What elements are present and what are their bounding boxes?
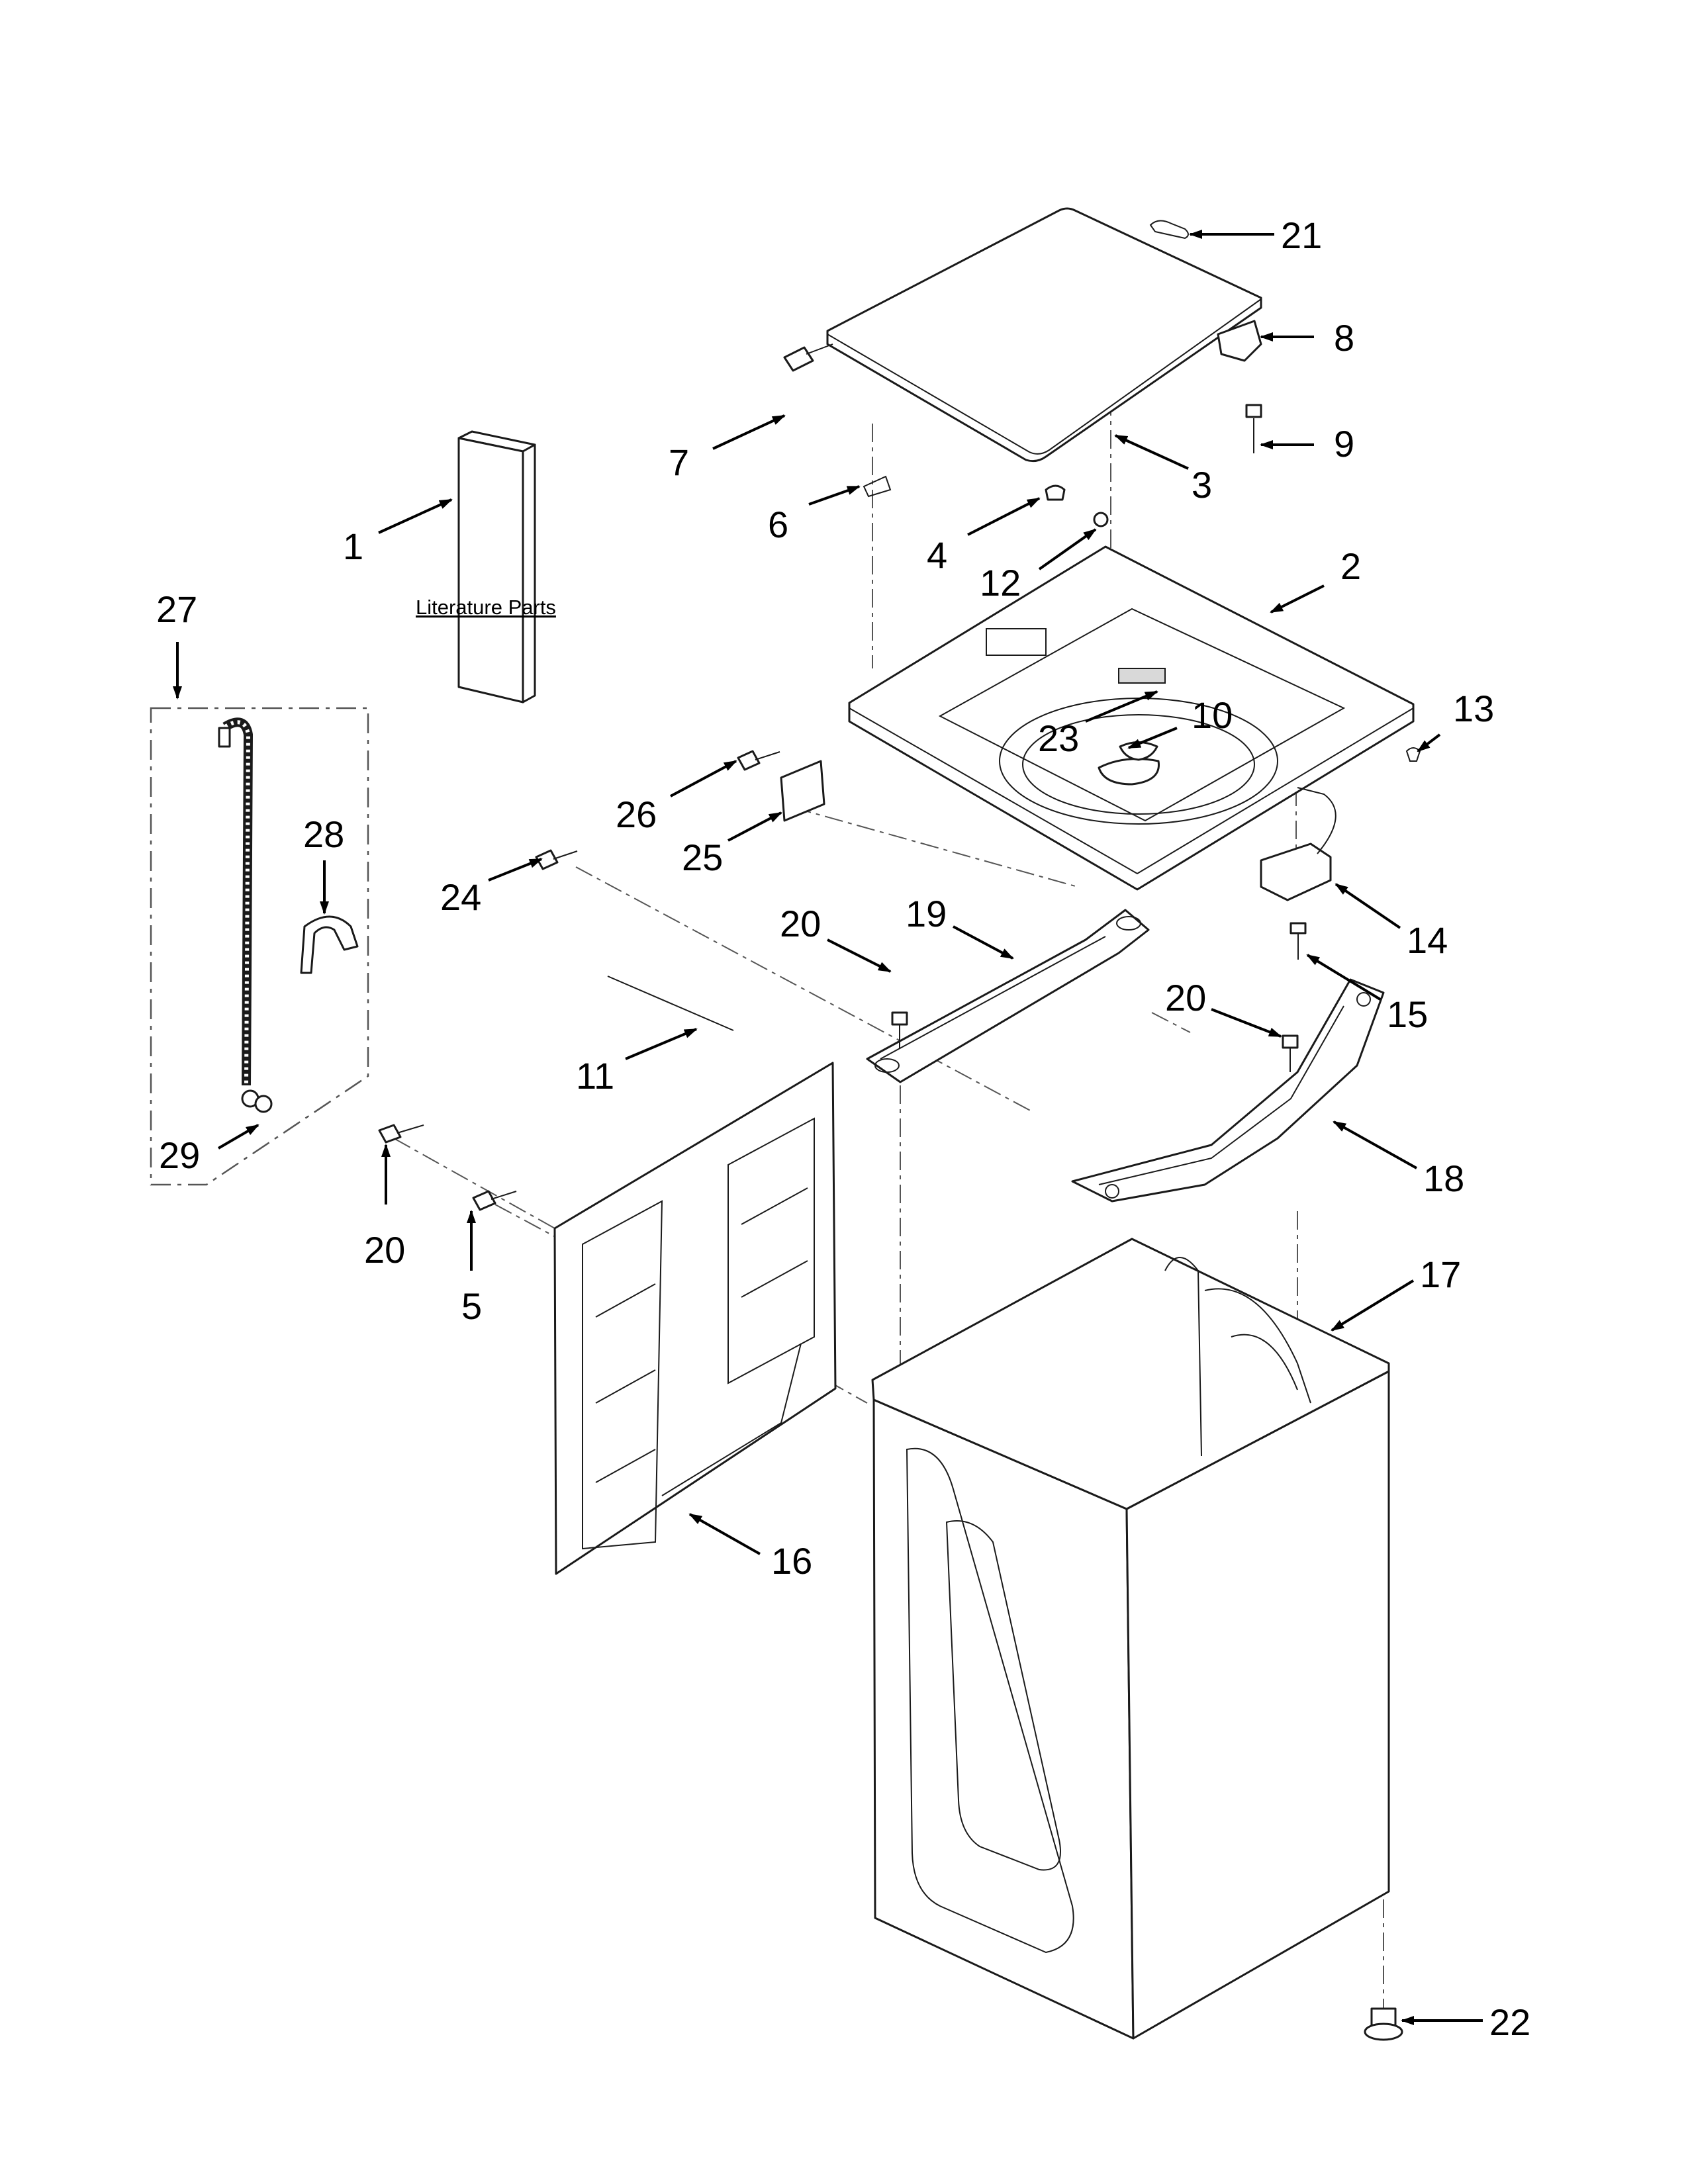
callout-19: 19 [906, 893, 947, 934]
callout-13: 13 [1453, 688, 1494, 729]
callout-24: 24 [440, 876, 481, 918]
callout-7: 7 [669, 441, 689, 483]
callout-10: 10 [1192, 694, 1233, 736]
callout-20-top: 20 [780, 903, 821, 944]
callout-22: 22 [1489, 2001, 1530, 2043]
callout-6: 6 [768, 504, 788, 545]
lid [826, 207, 1262, 463]
cabinet [871, 1238, 1390, 2040]
callout-18: 18 [1423, 1158, 1464, 1199]
leader-arrows [173, 230, 1483, 2025]
callout-11: 11 [576, 1055, 614, 1097]
rear-brace [866, 909, 1150, 1083]
callout-26: 26 [616, 794, 657, 835]
callout-4: 4 [927, 534, 947, 576]
callout-12: 12 [980, 562, 1021, 604]
lid-switch [1260, 787, 1336, 901]
lid-hinge [1217, 320, 1262, 362]
callout-labels: 21 8 9 7 3 6 4 1 12 2 27 23 10 13 26 25 … [156, 214, 1530, 2043]
callout-15: 15 [1387, 993, 1428, 1035]
callout-20-left: 20 [364, 1229, 405, 1271]
washer-top [848, 545, 1415, 891]
callout-23: 23 [1038, 717, 1079, 759]
callout-16: 16 [771, 1540, 812, 1582]
front-brace [1071, 978, 1385, 1203]
callout-20-right: 20 [1165, 977, 1206, 1019]
rear-panel [553, 1062, 837, 1575]
callout-14: 14 [1407, 919, 1448, 961]
literature-label: Literature Parts [416, 596, 556, 619]
literature-parts: Literature Parts [416, 430, 556, 704]
callout-2: 2 [1340, 545, 1361, 587]
callout-25: 25 [682, 837, 723, 878]
callout-28: 28 [303, 813, 344, 855]
callout-3: 3 [1192, 464, 1212, 506]
callout-29: 29 [159, 1134, 200, 1176]
callout-9: 9 [1334, 423, 1354, 465]
callout-27: 27 [156, 588, 197, 630]
callout-17: 17 [1420, 1253, 1461, 1295]
callout-21: 21 [1281, 214, 1322, 256]
drain-kit [150, 707, 369, 1186]
callout-8: 8 [1334, 317, 1354, 359]
hardware [378, 220, 1421, 2041]
callout-1: 1 [343, 525, 363, 567]
callout-5: 5 [461, 1285, 482, 1327]
